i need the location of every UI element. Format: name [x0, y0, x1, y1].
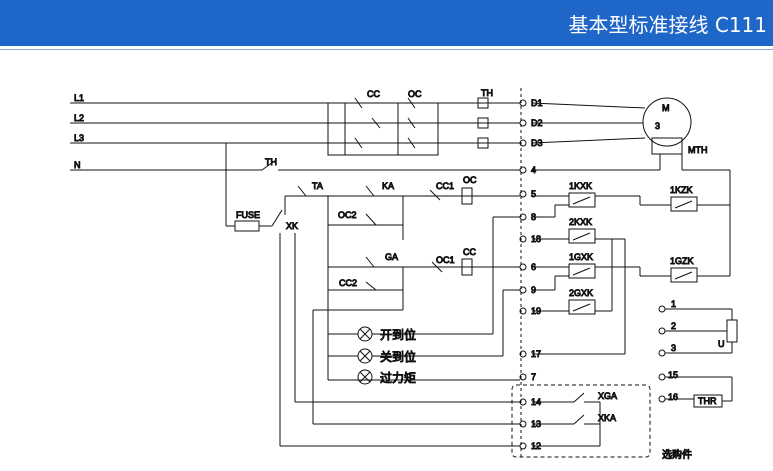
th-n-label: TH	[265, 157, 277, 167]
right-terminals	[658, 305, 738, 408]
contactor-block	[327, 97, 439, 156]
limit-switches	[532, 154, 731, 355]
ka-label: KA	[382, 181, 394, 191]
lamp-torque-label: 过力矩	[380, 371, 416, 385]
optional-box	[511, 384, 651, 458]
lamps	[328, 216, 520, 385]
right-terminal-15: 15	[668, 370, 678, 380]
motor-phase-label: 3	[655, 121, 660, 131]
thr-label: THR	[698, 396, 717, 406]
switch-2gxk: 2GXK	[569, 288, 593, 298]
cc1-label: CC1	[436, 181, 454, 191]
header-divider	[0, 49, 773, 50]
page-title: 基本型标准接线 C111	[568, 13, 768, 37]
switch-1kxk: 1KXK	[569, 181, 592, 191]
lamp-close-label: 关到位	[380, 349, 416, 364]
xga-label: XGA	[598, 391, 617, 401]
control-wiring	[225, 143, 520, 447]
header-bar: 基本型标准接线 C111	[0, 0, 773, 46]
motor-label: M	[662, 103, 670, 113]
thermal-relay	[477, 97, 489, 149]
motor	[531, 97, 692, 155]
terminal-d2: D2	[531, 118, 543, 128]
fuse-label: FUSE	[236, 210, 260, 220]
optional-label: 选购件	[662, 448, 692, 461]
xk-label: XK	[286, 221, 298, 231]
oc-label: OC	[408, 89, 422, 99]
lamp-open-label: 开到位	[380, 327, 416, 342]
right-terminal-16: 16	[668, 392, 678, 402]
ga-label: GA	[385, 252, 398, 262]
oc-coil-label: OC	[463, 175, 477, 185]
cc2-label: CC2	[339, 278, 357, 288]
power-lines	[70, 102, 520, 171]
right-terminal-1: 1	[671, 299, 676, 309]
switch-1kzk: 1KZK	[670, 185, 693, 195]
line-label-l1: L1	[74, 93, 84, 103]
terminal-d1: D1	[531, 98, 543, 108]
cc-coil-label: CC	[463, 247, 476, 257]
oc1-label: OC1	[436, 255, 455, 265]
line-label-l2: L2	[74, 113, 84, 123]
mth-label: MTH	[688, 145, 708, 155]
oc2-label: OC2	[338, 210, 357, 220]
xka-label: XKA	[598, 413, 616, 423]
ta-label: TA	[312, 181, 323, 191]
terminal-d3: D3	[531, 138, 543, 148]
switch-2kxk: 2KXK	[569, 217, 592, 227]
right-terminal-3: 3	[671, 343, 676, 353]
right-terminal-2: 2	[671, 321, 676, 331]
cc-label: CC	[367, 89, 380, 99]
terminal-7: 7	[531, 372, 536, 382]
terminal-5: 5	[531, 189, 536, 199]
switch-1gzk: 1GZK	[670, 256, 694, 266]
switch-1gxk: 1GXK	[569, 252, 593, 262]
u-label: U	[718, 339, 725, 349]
th-label: TH	[481, 88, 493, 98]
line-label-l3: L3	[74, 133, 84, 143]
line-label-n: N	[74, 160, 81, 170]
